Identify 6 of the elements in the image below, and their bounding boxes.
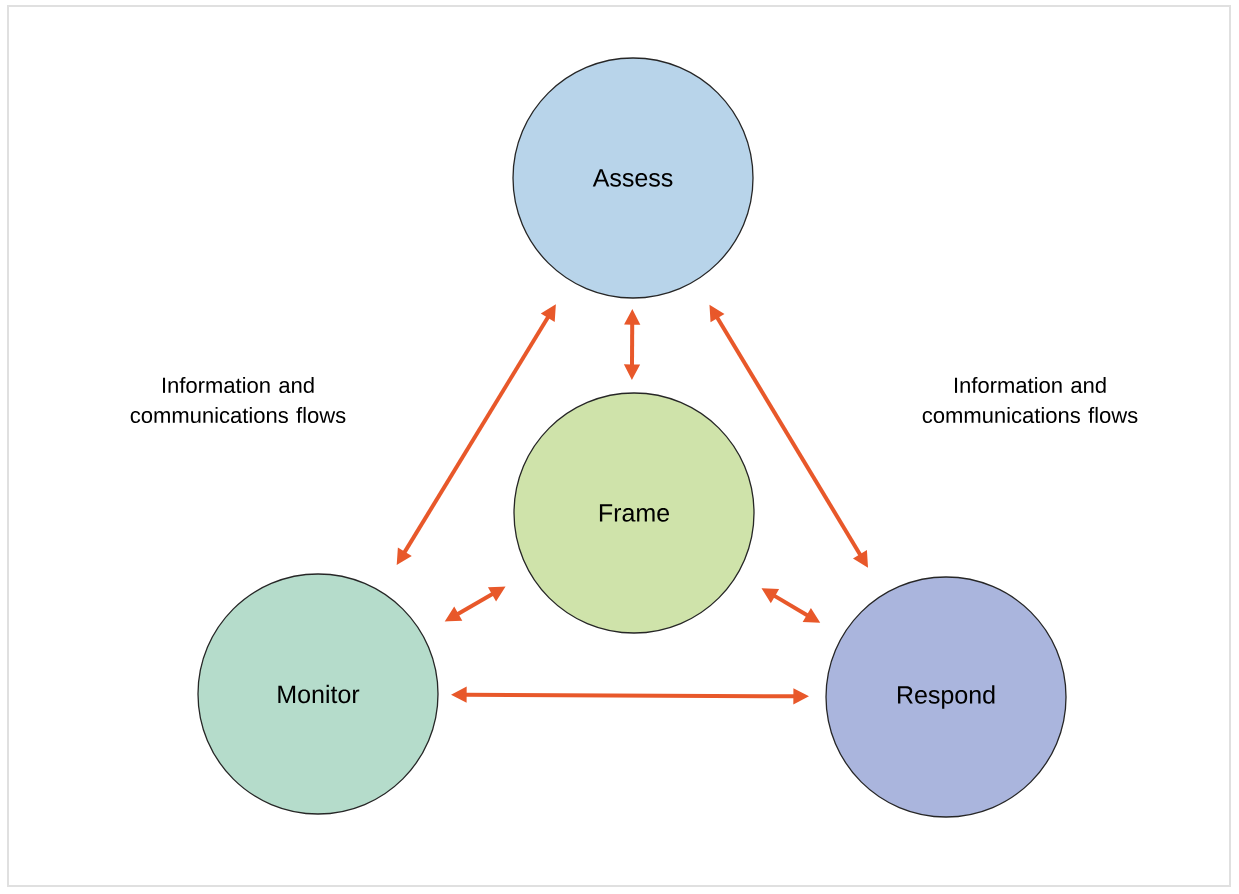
circle-node: Assess [512,57,754,299]
circle-node: Respond [825,576,1067,818]
flow-label: Information and communications flows [130,376,346,424]
flow-label: Information and communications flows [922,376,1138,424]
circle-node: Monitor [197,573,439,815]
circle-node: Frame [513,392,755,634]
